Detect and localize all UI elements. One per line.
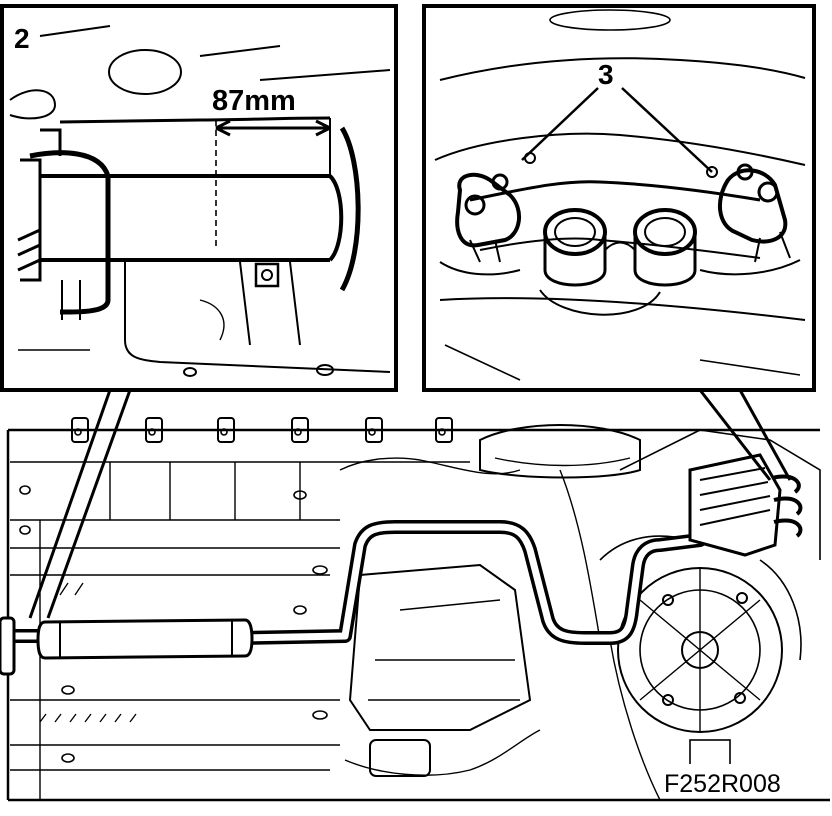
inset-left-number: 2 <box>14 23 30 54</box>
rear-silencer <box>36 618 254 660</box>
inset-right-number: 3 <box>598 59 614 90</box>
inset-left: 2 87mm <box>0 4 398 392</box>
inset-right: 3 <box>422 4 816 392</box>
figure-code: F252R008 <box>664 770 781 798</box>
tailpipe-end <box>0 616 16 676</box>
leader-lines <box>28 389 792 619</box>
catalytic-converter <box>688 453 803 557</box>
measurement-label: 87mm <box>212 85 296 117</box>
underbody-view <box>6 417 830 802</box>
